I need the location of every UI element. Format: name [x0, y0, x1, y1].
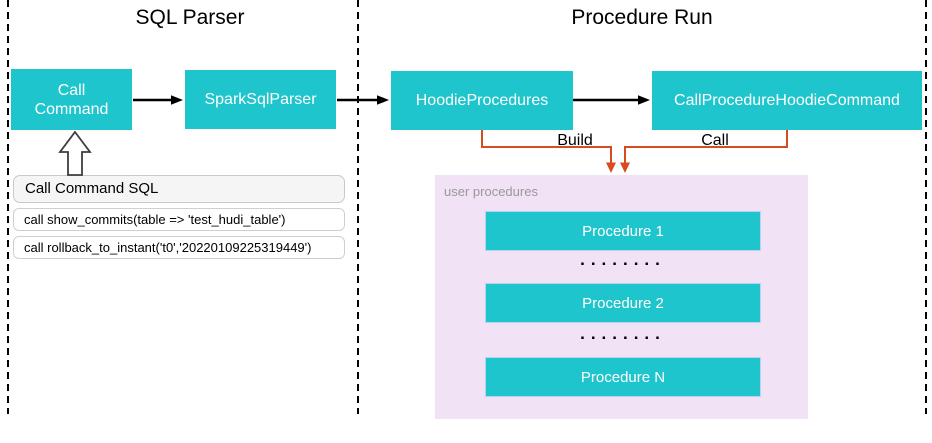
hoodieprocedures-node: HoodieProcedures: [391, 71, 573, 130]
procedure-n-node: Procedure N: [485, 357, 761, 397]
ellipsis-row: ........: [580, 250, 666, 269]
call-command-node: Call Command: [11, 69, 132, 130]
build-edge-label: Build: [557, 132, 593, 149]
user-procedures-label: user procedures: [444, 184, 538, 199]
call-command-sql-table: Call Command SQL call show_commits(table…: [13, 175, 345, 259]
call-edge-label: Call: [701, 132, 729, 149]
arrow-sparksqlparser-to-hoodieprocedures: [337, 95, 389, 105]
sql-example-row: call rollback_to_instant('t0','202201092…: [13, 236, 345, 259]
procedure-2-node: Procedure 2: [485, 283, 761, 323]
procedure-1-node: Procedure 1: [485, 211, 761, 251]
callprocedurehoodiecommand-node: CallProcedureHoodieCommand: [652, 71, 922, 130]
sql-example-row: call show_commits(table => 'test_hudi_ta…: [13, 208, 345, 231]
procedure-run-section-title: Procedure Run: [571, 6, 713, 29]
sparksqlparser-node: SparkSqlParser: [185, 70, 336, 129]
arrow-call-command-to-sparksqlparser: [133, 95, 183, 105]
ellipsis-row: ........: [580, 324, 666, 343]
sql-parser-section-title: SQL Parser: [135, 6, 245, 29]
user-procedures-container: user procedures Procedure 1 ........ Pro…: [435, 175, 808, 419]
up-block-arrow: [58, 130, 92, 176]
arrow-hoodieprocedures-to-callprocedure: [573, 95, 650, 105]
sql-table-header: Call Command SQL: [13, 175, 345, 203]
